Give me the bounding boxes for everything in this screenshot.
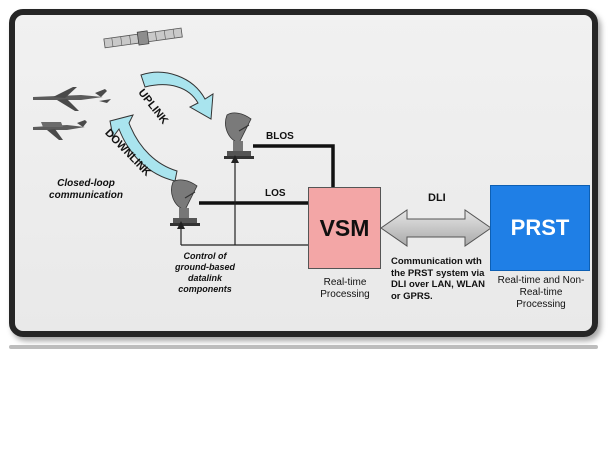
satellite-dish-icon [170, 179, 200, 226]
uav-icon [33, 87, 111, 111]
control-arrowhead [231, 155, 239, 163]
vsm-title: VSM [319, 214, 370, 241]
satellite-icon [103, 27, 183, 49]
diagram-frame: UPLINK DOWNLINK Closed-loop communicatio… [9, 9, 598, 337]
blos-label: BLOS [266, 131, 294, 142]
communication-caption: Communication wth the PRST system via DL… [391, 256, 485, 302]
vsm-box: VSM [308, 187, 381, 269]
vsm-caption: Real-time Processing [320, 277, 370, 300]
diagram-reflection: Real-time Processing Real-time and Non-R… [9, 345, 598, 468]
prst-caption: Real-time and Non-Real-time Processing [497, 275, 585, 310]
prst-box: PRST [490, 185, 590, 271]
diagram-graphics [33, 27, 492, 247]
closed-loop-label: Closed-loop communication [49, 178, 123, 201]
control-arrowhead [177, 221, 185, 229]
dli-label: DLI [428, 192, 446, 204]
prst-title: PRST [510, 215, 570, 240]
reflection-edge [9, 345, 598, 349]
reflection-fade [9, 345, 598, 468]
satellite-dish-icon [224, 112, 254, 159]
control-label: Control of ground-based datalink compone… [175, 251, 235, 294]
uplink-arrow [140, 71, 214, 120]
los-label: LOS [265, 188, 286, 199]
uav-icon [33, 120, 87, 140]
blos-link-line [253, 144, 335, 188]
double-arrow-icon [380, 209, 492, 247]
